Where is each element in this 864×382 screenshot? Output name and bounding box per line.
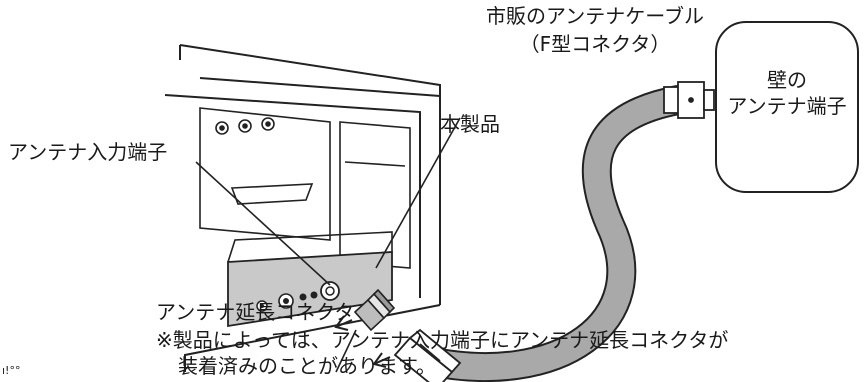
product-board: [227, 231, 393, 328]
wall-label-line1: 壁の: [767, 68, 807, 92]
note-line1: ※製品によっては、アンテナ入力端子にアンテナ延長コネクタが: [156, 328, 729, 352]
upper-port-panel: [199, 107, 331, 241]
extension-connector-icon: [353, 288, 396, 332]
jack-3-icon: [261, 117, 275, 131]
jack-1-icon: [215, 121, 229, 135]
drive-bays: [339, 121, 411, 269]
f-connector-wall-icon: [663, 81, 715, 119]
cable-label-line1: 市販のアンテナケーブル: [486, 4, 704, 28]
extension-connector-label: アンテナ延長コネクタ: [156, 300, 355, 324]
audio-jack-r-icon: [310, 291, 318, 299]
audio-jack-l-icon: [299, 293, 307, 301]
note-line2: 装着済みのことがあります。: [178, 354, 436, 378]
antenna-cable: [409, 85, 693, 382]
cable-label-line2: （F型コネクタ）: [519, 32, 671, 56]
jack-2-icon: [238, 119, 252, 133]
wall-label-line2: アンテナ端子: [727, 94, 847, 118]
pc-chassis: [164, 44, 441, 372]
corner-mark: ı!°°: [2, 364, 21, 377]
antenna-input-label: アンテナ入力端子: [8, 140, 168, 164]
serial-port-icon: [230, 183, 314, 205]
leader-lines: [195, 117, 461, 373]
f-connector-plug-icon: [393, 328, 462, 382]
wall-outlet-box: [715, 21, 859, 193]
insert-arrow-icon: [334, 315, 391, 368]
product-label: 本製品: [440, 112, 500, 136]
